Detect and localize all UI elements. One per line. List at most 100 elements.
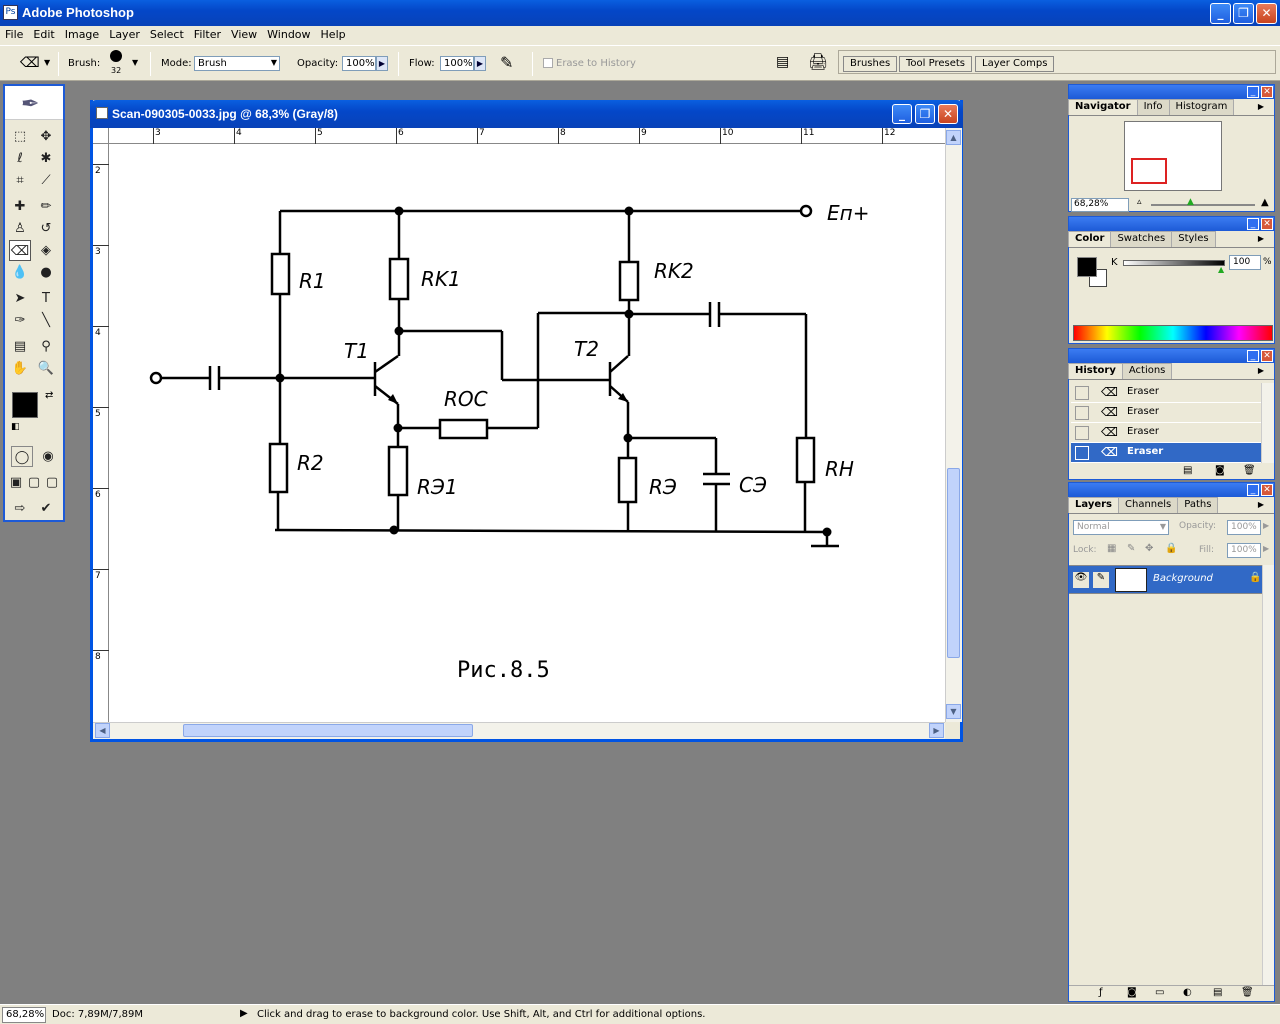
zoom-tool-icon[interactable]: 🔍 [37, 361, 55, 376]
doc-close-button[interactable]: ✕ [938, 104, 958, 124]
navigator-caption[interactable]: _✕ [1069, 85, 1274, 99]
palette-toggle-icon[interactable]: ▤ [776, 54, 790, 70]
layer-row-background[interactable]: 👁 ✎ Background 🔒 [1069, 565, 1274, 594]
k-slider-thumb-icon[interactable]: ▲ [1218, 265, 1225, 274]
minimize-palette-icon[interactable]: _ [1247, 350, 1259, 362]
imageready-icon[interactable]: ✔ [40, 501, 52, 516]
scroll-right-icon[interactable]: ▶ [929, 723, 944, 738]
history-caption[interactable]: _✕ [1069, 349, 1274, 363]
pen-tool-icon[interactable]: ✑ [14, 313, 26, 328]
layer-mask-icon[interactable]: ◙ [1127, 987, 1137, 998]
k-value-field[interactable]: 100 [1229, 255, 1261, 270]
brush-dropdown-icon[interactable]: ▼ [132, 58, 139, 67]
vertical-scroll-thumb[interactable] [947, 468, 960, 658]
history-item[interactable]: ⌫Eraser [1071, 383, 1261, 403]
history-item[interactable]: ⌫Eraser [1071, 423, 1261, 443]
lasso-tool-icon[interactable]: ℓ [17, 151, 23, 166]
new-document-from-state-icon[interactable]: ▤ [1183, 465, 1193, 476]
mode-select[interactable]: Brush▼ [194, 56, 280, 71]
close-button[interactable]: ✕ [1256, 3, 1277, 24]
tab-paths[interactable]: Paths [1177, 497, 1219, 513]
default-colors-icon[interactable]: ◧ [11, 422, 20, 432]
screen-mode-full-icon[interactable]: ▢ [45, 475, 59, 490]
tab-info[interactable]: Info [1136, 99, 1170, 115]
document-canvas[interactable]: R1 RK1 RK2 T1 T2 ROC R2 RЭ1 RЭ CЭ RН Eп+… [109, 144, 947, 722]
flow-field[interactable]: 100% [440, 56, 474, 71]
vertical-scrollbar[interactable]: ▲ ▼ [945, 128, 962, 722]
slice-tool-icon[interactable]: ⟋ [41, 173, 51, 188]
horizontal-scrollbar[interactable]: ◀ ▶ [93, 722, 945, 739]
blend-mode-select[interactable]: Normal▼ [1073, 520, 1169, 535]
foreground-color-swatch[interactable] [12, 392, 38, 418]
new-snapshot-icon[interactable]: ◙ [1215, 465, 1225, 476]
layer-opacity-arrow-icon[interactable]: ▶ [1263, 521, 1270, 530]
tab-histogram[interactable]: Histogram [1168, 99, 1235, 115]
eraser-tool-icon[interactable]: ⌫ [9, 240, 31, 261]
horizontal-scroll-thumb[interactable] [183, 724, 473, 737]
well-tab-layer-comps[interactable]: Layer Comps [975, 56, 1055, 72]
preset-dropdown-icon[interactable]: ▼ [44, 58, 51, 67]
zoom-out-icon[interactable]: ▵ [1137, 197, 1142, 207]
opacity-field[interactable]: 100% [342, 56, 376, 71]
navigator-zoom-field[interactable]: 68,28% [1071, 198, 1129, 212]
lock-image-icon[interactable]: ✎ [1127, 543, 1136, 554]
eraser-preset-icon[interactable]: ⌫ [20, 55, 40, 71]
doc-maximize-button[interactable]: ❐ [915, 104, 935, 124]
path-selection-tool-icon[interactable]: ➤ [14, 291, 26, 306]
swap-colors-icon[interactable]: ⇄ [45, 390, 54, 401]
lock-all-icon[interactable]: 🔒 [1165, 543, 1178, 554]
k-slider[interactable] [1123, 260, 1225, 266]
minimize-palette-icon[interactable]: _ [1247, 484, 1259, 496]
color-fg-swatch[interactable] [1077, 257, 1097, 277]
status-menu-arrow-icon[interactable]: ▶ [240, 1008, 248, 1019]
close-palette-icon[interactable]: ✕ [1261, 350, 1273, 362]
layers-caption[interactable]: _✕ [1069, 483, 1274, 497]
doc-minimize-button[interactable]: _ [892, 104, 912, 124]
color-caption[interactable]: _✕ [1069, 217, 1274, 231]
history-source-checkbox[interactable] [1075, 406, 1089, 420]
screen-mode-standard-icon[interactable]: ▣ [9, 475, 23, 490]
paint-bucket-tool-icon[interactable]: ◈ [41, 243, 51, 258]
well-tab-brushes[interactable]: Brushes [843, 56, 898, 72]
vertical-ruler[interactable]: 2 3 4 5 6 7 8 [93, 144, 109, 722]
crop-tool-icon[interactable]: ⌗ [16, 173, 24, 188]
layer-style-icon[interactable]: ƒ [1099, 987, 1103, 998]
move-tool-icon[interactable]: ✥ [40, 129, 52, 144]
navigator-thumbnail[interactable] [1124, 121, 1222, 191]
zoom-slider-thumb-icon[interactable]: ▲ [1187, 197, 1194, 207]
tab-styles[interactable]: Styles [1171, 231, 1216, 247]
well-tab-tool-presets[interactable]: Tool Presets [899, 56, 972, 72]
minimize-palette-icon[interactable]: _ [1247, 86, 1259, 98]
fill-arrow-icon[interactable]: ▶ [1263, 544, 1270, 553]
scroll-down-icon[interactable]: ▼ [946, 704, 961, 719]
maximize-button[interactable]: ❐ [1233, 3, 1254, 24]
delete-state-icon[interactable]: 🗑 [1243, 465, 1256, 476]
menu-select[interactable]: Select [149, 28, 184, 41]
magic-wand-tool-icon[interactable]: ✱ [40, 151, 52, 166]
adjustment-layer-icon[interactable]: ◐ [1183, 987, 1192, 998]
status-zoom-field[interactable]: 68,28% [2, 1007, 46, 1023]
close-palette-icon[interactable]: ✕ [1261, 484, 1273, 496]
brush-tool-icon[interactable]: ✏ [40, 199, 52, 214]
scroll-left-icon[interactable]: ◀ [95, 723, 110, 738]
flow-slider-arrow-icon[interactable]: ▶ [474, 56, 486, 71]
navigator-view-box[interactable] [1131, 158, 1167, 184]
minimize-button[interactable]: _ [1210, 3, 1231, 24]
new-group-icon[interactable]: ▭ [1155, 987, 1165, 998]
dodge-tool-icon[interactable]: ● [40, 265, 52, 280]
brush-preview-icon[interactable] [110, 50, 122, 62]
menu-window[interactable]: Window [267, 28, 311, 41]
tab-swatches[interactable]: Swatches [1110, 231, 1173, 247]
horizontal-ruler[interactable]: 3 4 5 6 7 8 9 10 11 12 [109, 128, 947, 144]
history-source-checkbox[interactable] [1075, 446, 1089, 460]
menu-layer[interactable]: Layer [109, 28, 140, 41]
delete-layer-icon[interactable]: 🗑 [1241, 987, 1254, 998]
palette-menu-icon[interactable]: ▶ [1257, 234, 1264, 243]
color-spectrum-bar[interactable] [1073, 325, 1273, 341]
scroll-up-icon[interactable]: ▲ [946, 130, 961, 145]
menu-file[interactable]: File [5, 28, 24, 41]
lock-transparency-icon[interactable]: ▦ [1107, 543, 1117, 554]
history-source-checkbox[interactable] [1075, 426, 1089, 440]
standard-mode-icon[interactable]: ◯ [11, 446, 33, 467]
palette-menu-icon[interactable]: ▶ [1257, 500, 1264, 509]
